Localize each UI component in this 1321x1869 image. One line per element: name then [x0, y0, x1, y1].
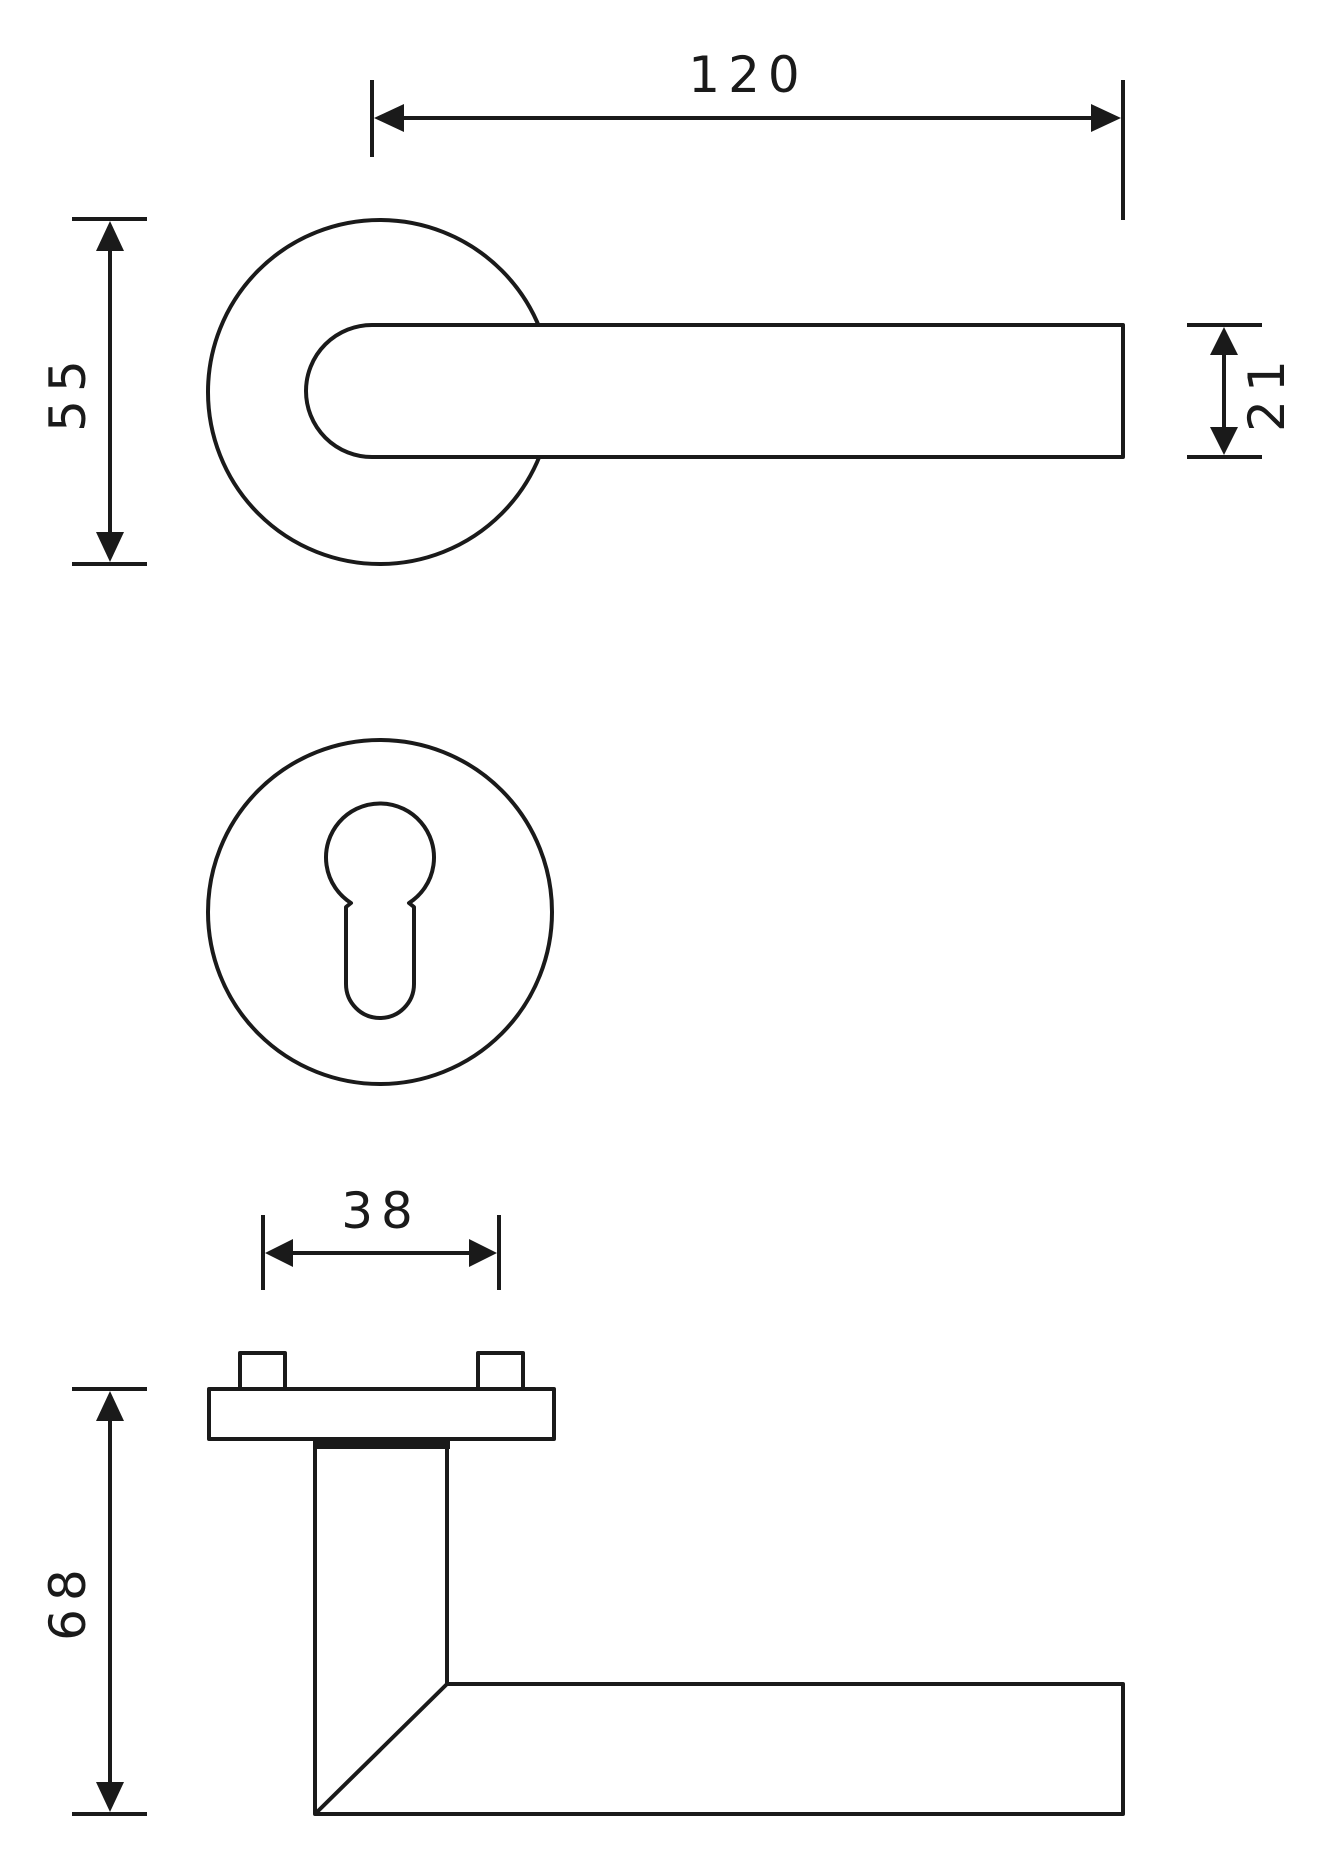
rose-plate	[207, 1387, 556, 1441]
dimension-lever-height: 21	[1187, 323, 1296, 459]
lever-side-profile	[313, 1449, 1125, 1816]
dimension-rose-width: 38	[261, 1182, 501, 1290]
dimension-label-68: 68	[39, 1561, 97, 1641]
keyhole-icon	[324, 801, 436, 1020]
dimension-label-38: 38	[341, 1182, 421, 1240]
dimension-label-120: 120	[688, 46, 807, 104]
fixing-lug-left	[238, 1351, 287, 1391]
dimension-rose-diameter: 55	[39, 217, 147, 566]
dimension-projection: 68	[39, 1387, 147, 1816]
fixing-lug-right	[476, 1351, 525, 1391]
front-view-lever	[206, 218, 1125, 566]
dimension-label-21: 21	[1238, 352, 1296, 432]
rose-ring	[313, 1441, 450, 1449]
lever-handle	[304, 323, 1125, 459]
dimension-label-55: 55	[39, 352, 97, 432]
escutcheon-circle	[206, 738, 554, 1086]
side-view-lever	[207, 1351, 1125, 1816]
lever-mitre-line	[313, 1682, 449, 1816]
escutcheon-view	[206, 738, 554, 1086]
dimension-lever-length: 120	[370, 46, 1125, 220]
